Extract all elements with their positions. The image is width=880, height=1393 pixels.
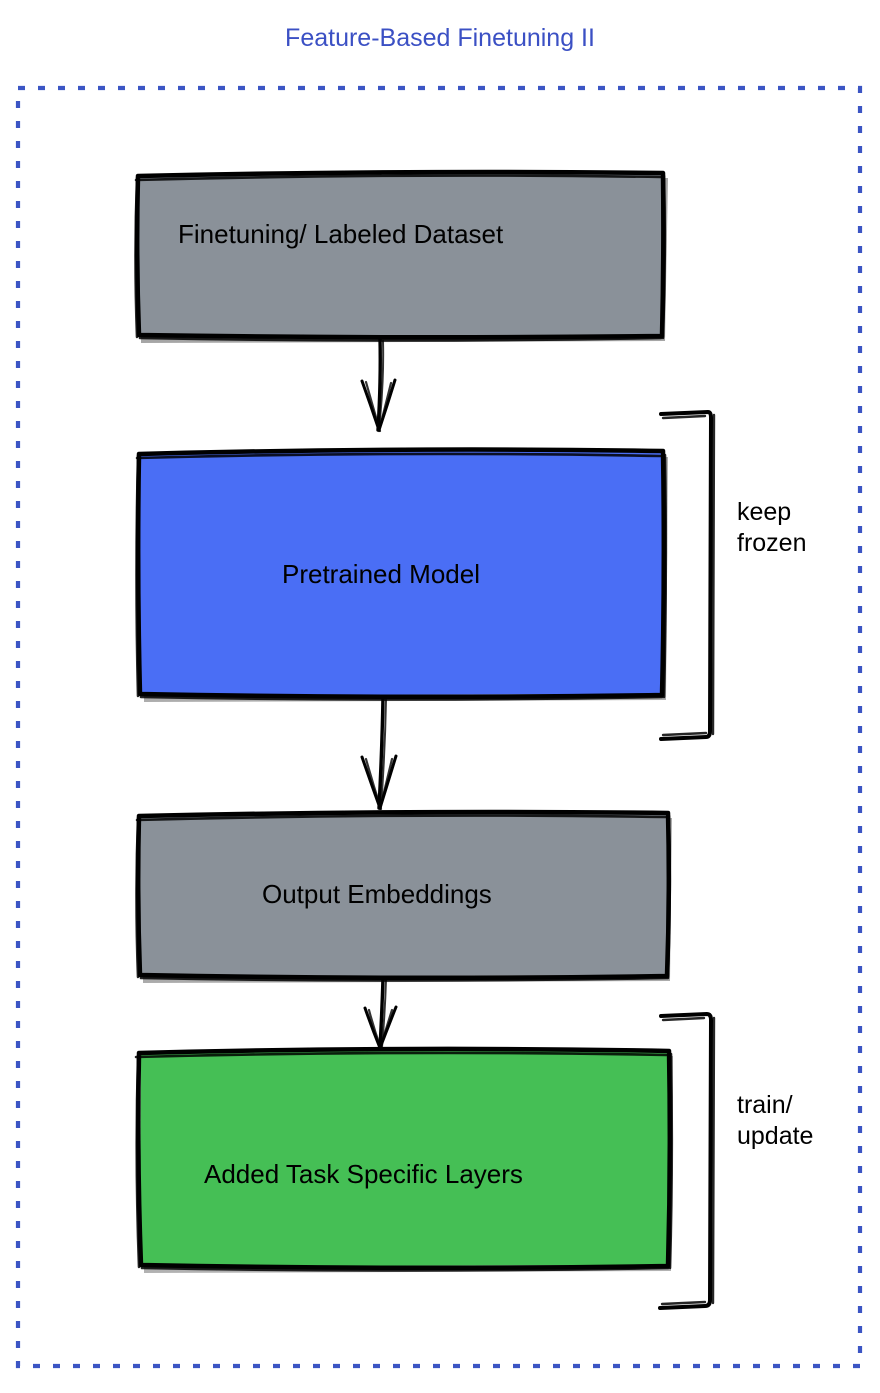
arrow-shaft-sketch [378,340,385,430]
node-outline-a [136,1046,673,1271]
node-fill [139,812,667,976]
arrowhead-right2 [377,381,393,433]
arrowhead-left2 [364,757,383,811]
node-added-task-specific-layers[interactable] [134,1046,674,1273]
node-fill [140,1050,668,1266]
node-fill [138,172,662,336]
arrow-model-to-embeddings [360,695,398,811]
bracket-path [658,1012,713,1310]
node-outline-b [134,174,667,342]
node-output-embeddings[interactable] [135,809,673,983]
dashed-container [15,85,863,1369]
arrow-shaft [376,336,382,432]
page-title: Feature-Based Finetuning II [285,24,595,52]
node-finetuning-dataset[interactable] [134,169,669,343]
bracket-train-update [658,1012,716,1310]
arrow-embeddings-to-layers [363,976,398,1051]
bracket-label-keep-frozen: keep frozen [737,498,807,557]
bracket-path-sketch [661,413,716,737]
arrow-shaft [377,695,385,810]
node-pretrained-model[interactable] [135,447,669,702]
bracket-path [659,410,713,741]
arrowhead-right2 [378,757,394,811]
arrowhead-right2 [378,1008,394,1051]
node-outline-b [135,814,672,982]
bracket-label-train-update: train/ update [737,1091,814,1150]
node-fill [139,450,662,695]
arrow-dataset-to-model [360,336,397,433]
arrowhead-left2 [364,380,382,433]
arrow-shaft [378,976,385,1050]
node-outline-b [135,452,668,701]
node-outline-a [135,447,667,700]
bracket-path-sketch [660,1016,716,1306]
arrow-shaft-sketch [380,699,387,808]
arrowhead-left2 [367,1008,383,1051]
node-outline-b [134,1051,674,1272]
bracket-keep-frozen [659,410,716,741]
